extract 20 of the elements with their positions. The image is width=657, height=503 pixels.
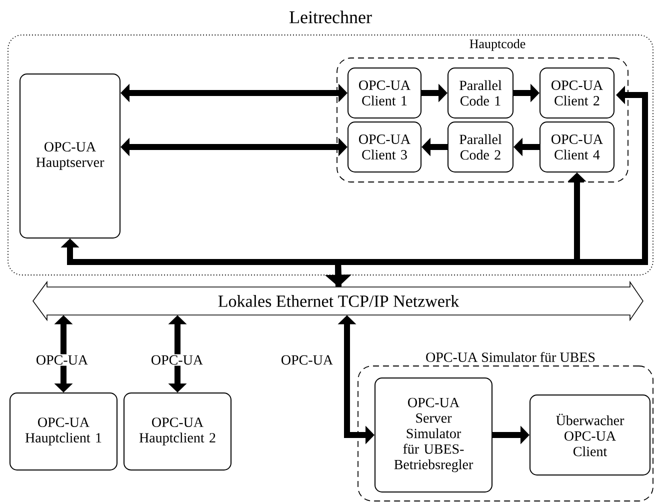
process-box: OPC-UA Hauptclient 1 [10,392,118,470]
edge-label: OPC-UA [150,354,204,366]
process-box: Parallel Code 1 [448,68,514,118]
process-box: OPC-UA Hauptserver [20,74,120,238]
process-box: OPC-UA Client 2 [540,68,614,118]
edge-label: OPC-UA [34,354,90,366]
node-label: Hauptcode [470,39,526,51]
process-box: OPC-UA Server Simulator für UBES-Betriebsregler [374,378,492,492]
node-label: OPC-UA Simulator für UBES [426,352,595,362]
edge-label: OPC-UA [280,354,334,366]
process-box: OPC-UA Hauptclient 2 [124,392,232,470]
node-label: Leitrechner [290,10,372,24]
process-box: OPC-UA Client 3 [348,122,422,172]
arrow [120,84,348,102]
arrow [120,138,348,156]
process-box: OPC-UA Client 4 [540,122,614,172]
network-bus: Lokales Ethernet TCP/IP Netzwerk [32,280,644,322]
process-box: Parallel Code 2 [448,122,514,172]
process-box: OPC-UA Client 1 [348,68,422,118]
process-box: Überwacher OPC-UA Client [530,394,650,476]
